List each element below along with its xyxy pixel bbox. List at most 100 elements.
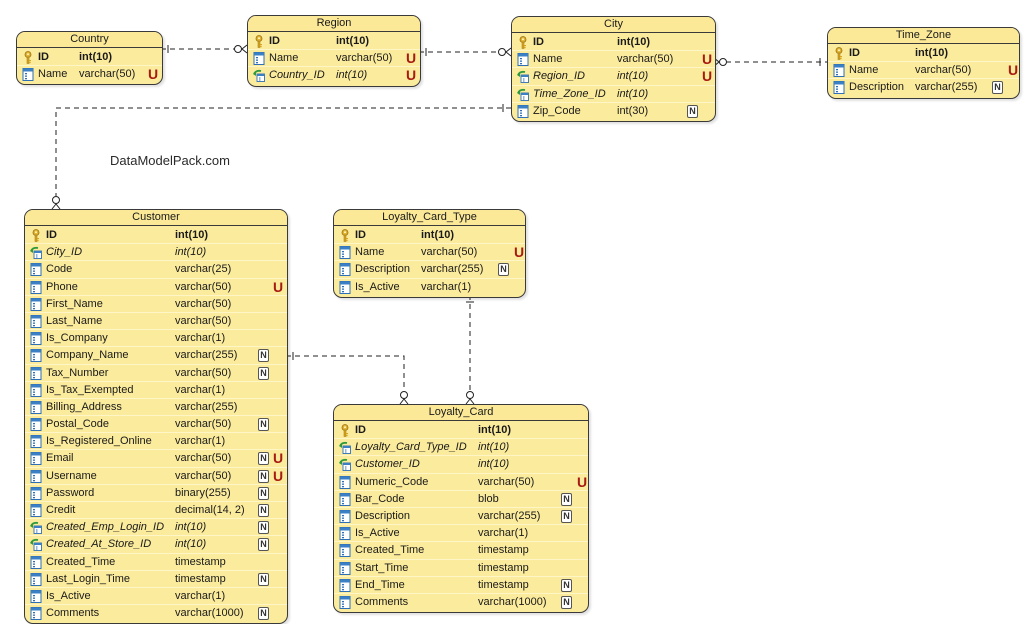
column-icon xyxy=(339,263,351,277)
column-name: Description xyxy=(849,81,905,94)
column-icon xyxy=(339,509,351,523)
entity-title: City xyxy=(512,17,715,33)
column-icon xyxy=(833,81,845,95)
column-name: Comments xyxy=(46,607,100,620)
column-type: int(10) xyxy=(421,229,454,241)
watermark-text: DataModelPack.com xyxy=(110,153,230,168)
column-name: Last_Name xyxy=(46,314,103,327)
column-name: Zip_Code xyxy=(533,104,581,117)
column-name: Comments xyxy=(355,595,409,608)
column-type: binary(255) xyxy=(175,486,231,499)
column-name: Name xyxy=(849,64,879,77)
column-icon xyxy=(30,589,42,603)
column-type: varchar(1000) xyxy=(478,595,547,608)
column-name: Customer_ID xyxy=(355,458,420,471)
column-icon xyxy=(30,555,42,569)
rel-customer-loyaltycard-line xyxy=(286,355,405,391)
column-type: varchar(50) xyxy=(79,68,136,81)
column-type: int(10) xyxy=(617,70,649,83)
column-icon xyxy=(30,366,42,380)
column-type: int(10) xyxy=(175,538,207,551)
foreign-key-icon xyxy=(30,538,42,552)
column-type: int(10) xyxy=(79,51,112,63)
column-type: int(30) xyxy=(617,104,649,117)
column-type: int(10) xyxy=(617,87,649,100)
column-icon xyxy=(22,68,34,82)
column-type: varchar(50) xyxy=(175,297,232,310)
nullable-icon: N xyxy=(258,504,269,517)
column-type: varchar(255) xyxy=(421,263,484,276)
primary-key-icon xyxy=(30,229,42,242)
column-type: int(10) xyxy=(336,35,369,47)
nullable-icon: N xyxy=(258,538,269,552)
nullable-icon: N xyxy=(561,509,572,523)
column-type: int(10) xyxy=(617,36,650,48)
column-name: Phone xyxy=(46,280,78,293)
column-name: Company_Name xyxy=(46,349,129,362)
column-type: int(10) xyxy=(336,69,368,82)
nullable-icon: N xyxy=(258,418,269,432)
entity-title: Loyalty_Card xyxy=(334,405,588,421)
column-name: Credit xyxy=(46,504,76,516)
column-name: Created_Time xyxy=(46,555,116,568)
